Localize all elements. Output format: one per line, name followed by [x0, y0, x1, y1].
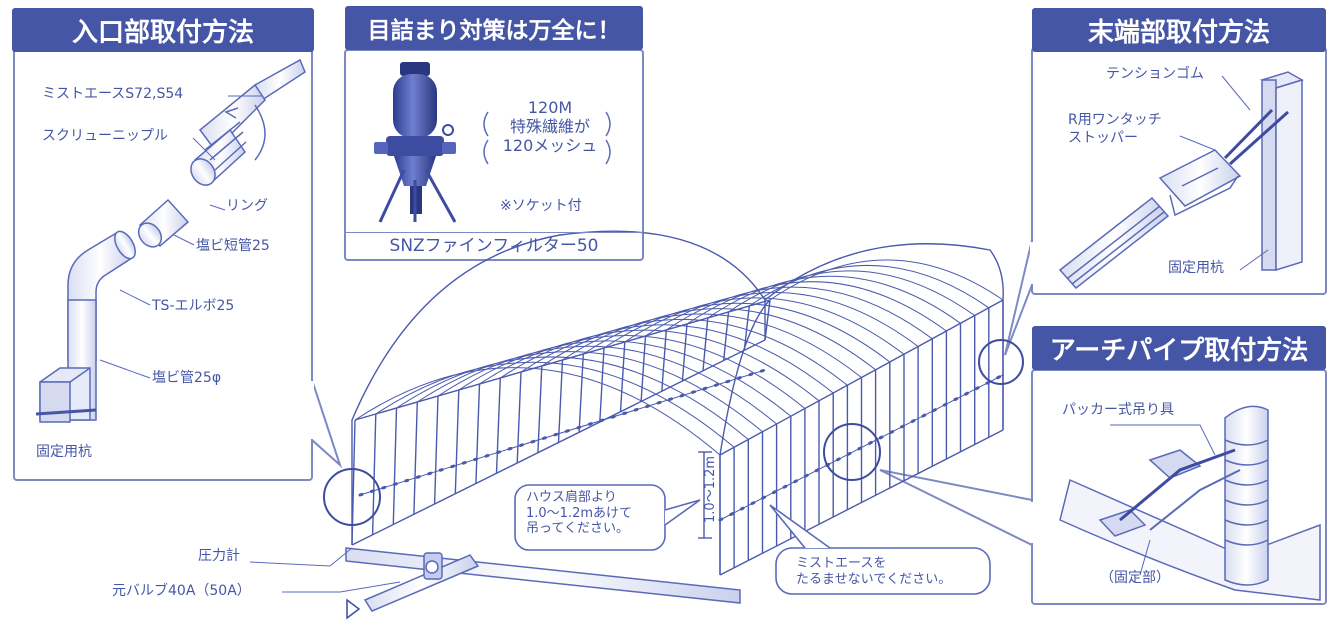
roof-arch-pipe	[417, 351, 763, 433]
roof-arch-pipe	[583, 308, 876, 371]
roof-arch-pipe	[375, 361, 735, 448]
roof-arch-pipe	[603, 302, 891, 363]
label-stopper-line-1: R用ワンタッチ	[1068, 112, 1162, 128]
label-main-valve: 元バルブ40A（50A）	[112, 583, 251, 599]
roof-arch-pipe	[749, 265, 990, 309]
left-wall-post	[392, 407, 398, 525]
end-leader-lines	[1179, 75, 1269, 271]
fine-filter-drawing	[374, 62, 611, 223]
left-wall-post	[495, 377, 501, 474]
roof-arch-pipe	[500, 329, 820, 402]
entrance-parts-drawing	[35, 58, 306, 423]
filter-spec-line-1: 120M	[527, 98, 573, 117]
roof-arch-pipe	[666, 286, 933, 340]
left-wall-post	[661, 329, 667, 392]
left-wall-post	[537, 365, 543, 453]
arch-panel-title: アーチパイプ取付方法	[1032, 326, 1326, 370]
left-wall-post	[578, 353, 584, 433]
filter-spec-line-2: 特殊繊維が	[509, 117, 590, 137]
roof-arch-pipe	[686, 281, 947, 332]
left-wall-post	[723, 311, 730, 361]
detail-circles	[323, 339, 1024, 526]
left-wall-post	[475, 383, 481, 484]
entrance-panel-title: 入口部取付方法	[12, 8, 314, 52]
arch-parts-drawing	[1059, 405, 1321, 601]
left-wall-post	[619, 341, 626, 412]
front-side-post	[719, 299, 771, 575]
label-fixed-part: （固定部）	[1100, 570, 1170, 586]
height-dimension	[698, 451, 712, 539]
play-triangle-icon	[346, 598, 361, 620]
filter-spec-line-3: 120メッシュ	[502, 136, 598, 156]
label-stopper-line-2: ストッパー	[1068, 130, 1138, 146]
greenhouse-drawing	[351, 230, 1005, 576]
note-sag-line-2: たるませないでください。	[796, 571, 952, 587]
roof-arch-pipe	[707, 275, 961, 324]
header-pipes	[345, 547, 741, 612]
entrance-leader-lines	[99, 95, 262, 379]
left-wall-post	[599, 347, 605, 423]
left-wall-post	[413, 401, 418, 515]
roof-arch-pipe	[479, 335, 806, 409]
label-socket: ※ソケット付	[500, 198, 582, 214]
roof-arch-pipe	[437, 345, 777, 425]
label-pvc-pipe: 塩ビ管25φ	[152, 370, 222, 386]
left-wall-post	[681, 323, 688, 382]
label-ts-elbow: TS-エルボ25	[152, 298, 235, 314]
label-height-dimension: 1.0～1.2m	[703, 455, 719, 523]
note-bubble-sag	[775, 547, 991, 595]
filter-panel-title: 目詰まり対策は万全に！	[345, 6, 643, 50]
note-bubble-sag-tail	[769, 504, 831, 549]
roof-arch-pipe	[520, 324, 834, 394]
arch-leader-lines	[1110, 424, 1216, 576]
note-bubble-height-tail	[664, 499, 701, 526]
note-height-line-1: ハウス肩部より	[526, 490, 617, 505]
filter-product-name: SNZファインフィルター50	[345, 232, 643, 257]
label-short-pvc-pipe: 塩ビ短管25	[196, 238, 270, 254]
note-no-sag: ミストエースを たるませないでください。	[796, 556, 951, 587]
left-wall-post	[743, 305, 750, 351]
left-wall-post	[764, 299, 771, 341]
label-entrance-stake: 固定用杭	[36, 444, 92, 460]
end-parts-drawing	[1058, 71, 1304, 290]
left-wall-post	[454, 389, 460, 494]
roof-arch-pipe	[728, 270, 975, 316]
note-height-line-2: 1.0～1.2mあけて	[526, 505, 633, 521]
roof-arch-pipe	[562, 313, 862, 378]
roof-arch-pipe	[541, 318, 848, 386]
mist-hose-right-line	[719, 374, 1004, 521]
mist-hose-left-line	[359, 369, 766, 496]
left-wall-post	[516, 371, 522, 464]
label-tension-rubber: テンションゴム	[1106, 66, 1204, 82]
back-arch	[764, 243, 1004, 430]
label-pressure-gauge: 圧力計	[198, 548, 240, 564]
left-wall-post	[433, 395, 439, 505]
filter-spec: 120M 特殊繊維が 120メッシュ	[495, 98, 605, 156]
roof-arch-pipe	[354, 367, 721, 456]
note-sag-line-1: ミストエースを	[796, 556, 887, 571]
left-wall-post	[640, 335, 647, 402]
label-screw-nipple: スクリューニップル	[42, 128, 168, 144]
label-ring: リング	[226, 198, 268, 214]
roof-arch-pipe	[396, 356, 749, 440]
note-height-line-3: 吊ってください。	[526, 521, 629, 537]
note-height-instruction: ハウス肩部より 1.0～1.2mあけて 吊ってください。	[526, 490, 632, 537]
label-mist-ace: ミストエースS72,S54	[42, 86, 184, 102]
label-end-stake: 固定用杭	[1168, 260, 1224, 276]
front-arch	[351, 230, 766, 545]
left-wall-post	[557, 359, 564, 443]
left-wall-post	[702, 317, 709, 371]
end-panel-title: 末端部取付方法	[1032, 8, 1326, 52]
roof-arch-pipe	[769, 259, 1004, 301]
label-packer-hanger: パッカー式吊り具	[1062, 402, 1174, 418]
bottom-leader-lines	[249, 547, 401, 593]
roof-arch-pipe	[624, 297, 905, 355]
